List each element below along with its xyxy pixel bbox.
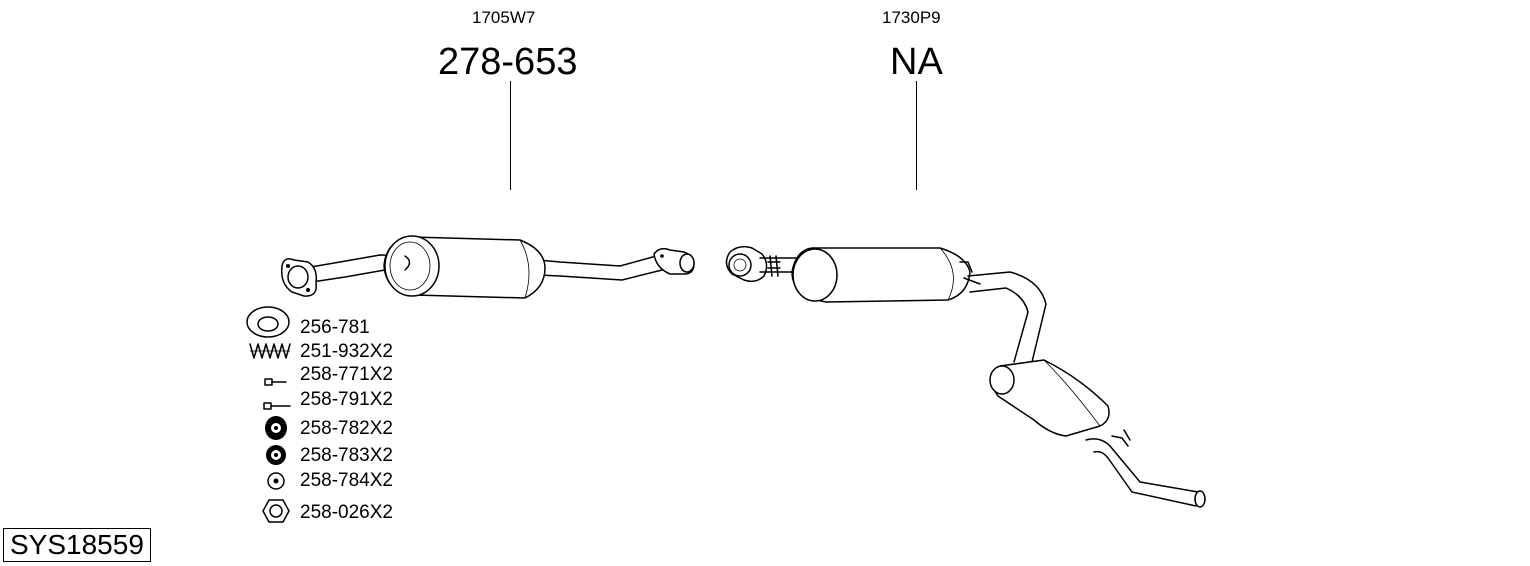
rubber-mount-icon <box>265 416 287 440</box>
bolt-icon <box>264 378 287 386</box>
system-code-box: SYS18559 <box>3 528 151 563</box>
system-code: SYS18559 <box>10 529 144 560</box>
accessory-code-8[interactable]: 258-026X2 <box>300 502 393 523</box>
leader-line-rear <box>916 81 917 190</box>
washer-icon <box>267 472 285 490</box>
accessory-code-2[interactable]: 251-932X2 <box>300 341 393 362</box>
part-number-front[interactable]: 278-653 <box>438 41 578 83</box>
part-ref-front: 1705W7 <box>472 8 536 27</box>
gasket-ring-icon <box>246 306 290 338</box>
leader-line-front <box>510 81 511 190</box>
accessory-code-4[interactable]: 258-791X2 <box>300 389 393 410</box>
accessory-code-3[interactable]: 258-771X2 <box>300 364 393 385</box>
accessory-code-1[interactable]: 256-781 <box>300 317 370 338</box>
accessory-code-6[interactable]: 258-783X2 <box>300 445 393 466</box>
bolt-long-icon <box>263 402 291 410</box>
part-number-rear[interactable]: NA <box>890 41 943 83</box>
part-ref-rear: 1730P9 <box>882 8 941 27</box>
rubber-ring-icon <box>266 445 286 465</box>
front-silencer-assembly[interactable] <box>280 235 695 299</box>
hex-nut-icon <box>262 499 290 523</box>
accessory-code-7[interactable]: 258-784X2 <box>300 470 393 491</box>
rear-silencer-assembly[interactable] <box>725 245 1206 508</box>
accessory-code-5[interactable]: 258-782X2 <box>300 418 393 439</box>
spring-icon <box>249 343 291 359</box>
